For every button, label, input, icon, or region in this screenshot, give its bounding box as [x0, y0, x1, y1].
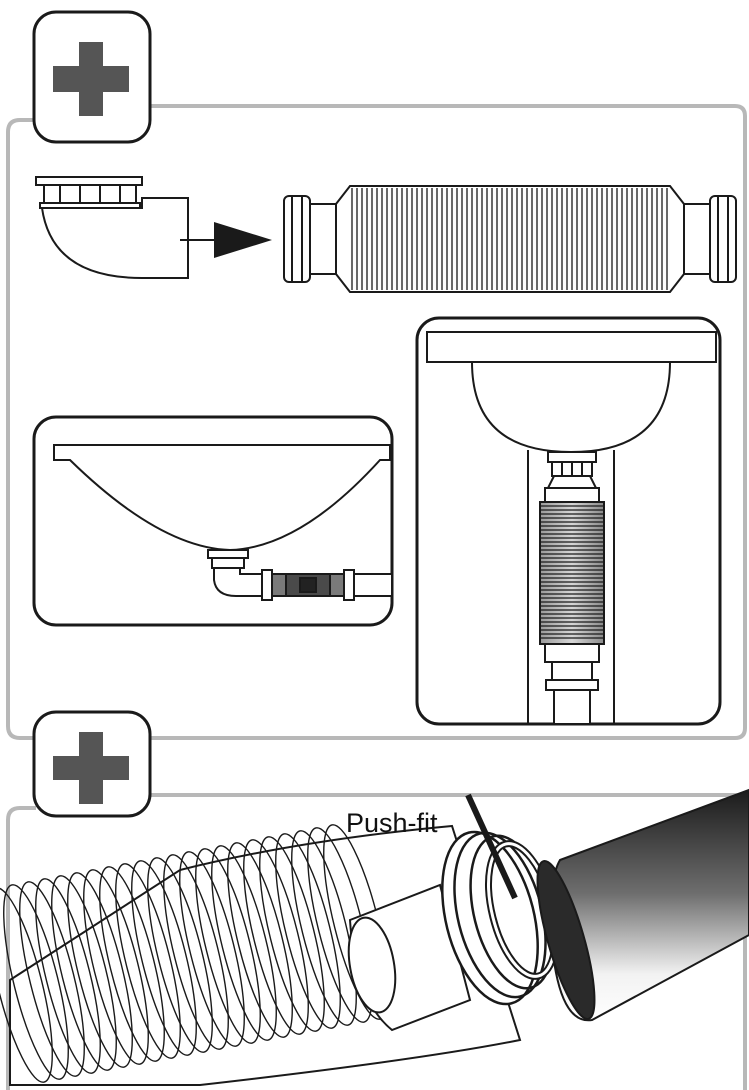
hose-rib — [51, 875, 117, 1071]
hose-rib — [67, 872, 133, 1068]
push-fit-label: Push-fit — [346, 808, 438, 838]
hose-rib — [163, 854, 229, 1050]
hose-rib — [3, 884, 69, 1080]
hose-rib — [259, 836, 325, 1032]
hose-rib — [179, 851, 245, 1047]
step-plus-badge-2 — [32, 710, 152, 818]
hose-rib — [147, 857, 213, 1053]
hose-rib — [0, 887, 53, 1083]
hose-rib — [291, 830, 357, 1026]
waste-pipe — [536, 788, 749, 1022]
sink-side-view-panel — [32, 415, 394, 627]
hose-ribs — [540, 505, 604, 639]
push-fit-pointer — [465, 793, 518, 900]
hose-rib — [35, 878, 101, 1074]
step-plus-badge-1 — [32, 10, 152, 144]
direction-arrow — [180, 222, 272, 258]
hose-ribs — [0, 824, 389, 1083]
elbow-adapter — [35, 176, 189, 279]
hose-rib — [115, 863, 181, 1059]
hose-rib — [211, 845, 277, 1041]
hose-rib — [99, 866, 165, 1062]
plus-icon — [53, 42, 129, 116]
push-fit-closeup: Push-fit — [0, 788, 749, 1086]
hose-rib — [275, 833, 341, 1029]
hose-rib — [243, 839, 309, 1035]
side-waste-outlet — [207, 549, 393, 601]
sink-rim — [426, 331, 717, 363]
hose-rib — [83, 869, 149, 1065]
hose-rib — [227, 842, 293, 1038]
hose-rib — [19, 881, 85, 1077]
sink-front-view-panel — [415, 316, 722, 726]
front-waste-fitting — [539, 451, 605, 725]
hose-ribs — [351, 188, 668, 290]
section-1-frame — [6, 104, 747, 740]
flexible-hose — [283, 185, 737, 293]
hose-rib — [195, 848, 261, 1044]
hose-rib — [131, 860, 197, 1056]
plus-icon — [53, 732, 129, 804]
